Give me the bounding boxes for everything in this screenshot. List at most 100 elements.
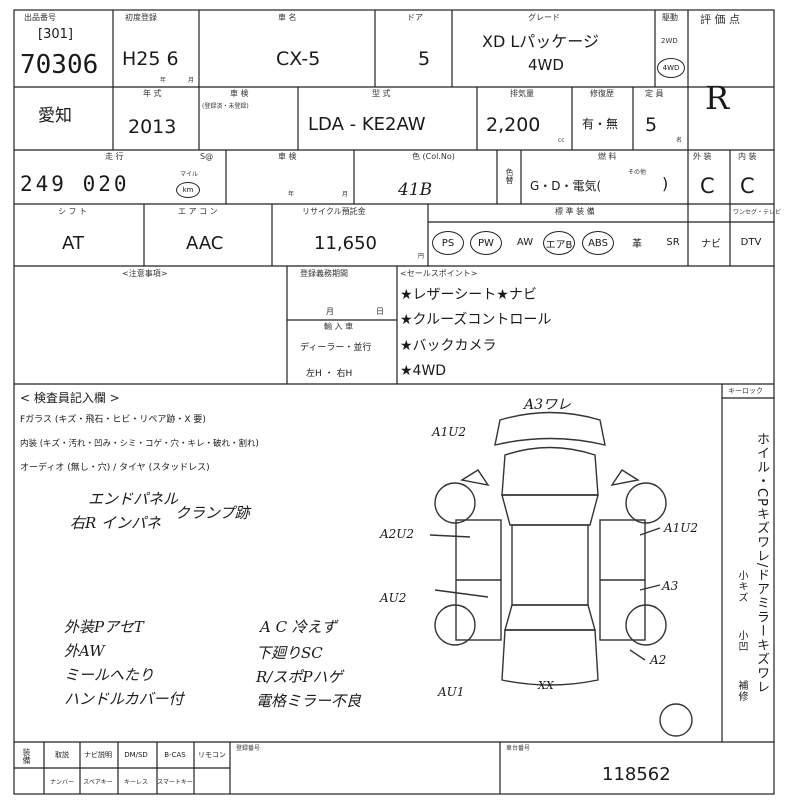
footer-cell: DM/SD xyxy=(124,751,148,759)
doors-value: 5 xyxy=(418,48,431,70)
vertical-small-2: 小凹 xyxy=(736,630,747,652)
hand-note-10: R/スポPハゲ xyxy=(256,668,343,686)
sales-point-2: ★クルーズコントロール xyxy=(400,312,552,328)
capacity-label: 定 員 xyxy=(645,89,664,98)
interior-value: C xyxy=(740,174,755,198)
first-reg-label: 初度登録 xyxy=(125,13,157,22)
grade-value: XD Lパッケージ xyxy=(482,32,599,51)
sales-point-4: ★4WD xyxy=(400,363,447,379)
hand-note-2: 右R インパネ xyxy=(70,514,162,532)
car-no-value: 118562 xyxy=(602,764,671,785)
diag-au2: AU2 xyxy=(380,591,407,605)
reg-day: 日 xyxy=(376,307,384,316)
score-value: R xyxy=(705,79,730,117)
color-label: 色 (Col.No) xyxy=(412,152,455,161)
footer-cell: リモコン xyxy=(198,751,226,759)
diag-a3: A3 xyxy=(662,579,679,593)
color-change-label: 色替 xyxy=(505,168,514,184)
vertical-small-1: 小キズ xyxy=(736,570,747,603)
capacity-unit: 名 xyxy=(676,137,683,144)
type-value: LDA - KE2AW xyxy=(308,114,426,135)
car-no-label: 車台番号 xyxy=(506,745,531,752)
equip-item: ナビ xyxy=(701,238,721,250)
interior-label: 内 装 xyxy=(738,152,757,161)
key-lock-label: キーロック xyxy=(728,387,763,395)
import-value: ディーラー・並行 xyxy=(300,343,372,353)
inspection2-year: 年 xyxy=(288,191,295,198)
sales-point-1: ★レザーシート★ナビ xyxy=(400,287,537,303)
disp-value: 2,200 xyxy=(486,114,541,136)
equip-item: 革 xyxy=(632,238,642,250)
inspection-label: 車 検 xyxy=(230,89,249,98)
lot-label: 出品番号 xyxy=(24,13,56,22)
fuel-label: 燃 料 xyxy=(598,152,617,161)
footer-cell: スマートキー xyxy=(157,778,193,786)
import-label: 輸 入 車 xyxy=(324,322,354,331)
hand-note-3: クランプ跡 xyxy=(175,504,250,522)
drive-4wd-circled: 4WD xyxy=(657,58,685,78)
equip-item: PS xyxy=(432,231,464,255)
equip-item: SR xyxy=(666,236,680,248)
first-reg-year-unit: 年 xyxy=(160,77,167,84)
type-label: 型 式 xyxy=(372,89,391,98)
diag-a1u2-right: A1U2 xyxy=(664,521,699,535)
inspection-sub: (登録済・未登録) xyxy=(202,103,249,110)
vertical-small-3: 補修 xyxy=(736,680,747,702)
footer-cell: キーレス xyxy=(123,778,148,786)
one-seg-label: ワンセグ・テレビ xyxy=(733,209,782,216)
inspector-interior: 内装 (キズ・汚れ・凹み・シミ・コゲ・穴・キレ・破れ・割れ) xyxy=(20,439,259,449)
equip-item: DTV xyxy=(740,236,762,248)
color-value: 41B xyxy=(398,180,433,200)
diag-xx: XX xyxy=(538,679,554,692)
sales-point-3: ★バックカメラ xyxy=(400,338,497,354)
diag-a1u2-top: A1U2 xyxy=(432,425,467,439)
mileage-unit-mile: マイル xyxy=(180,171,199,178)
hand-note-5: 外AW xyxy=(64,642,105,660)
inspector-audio: オーディオ (無し・穴) / タイヤ (スタッドレス) xyxy=(20,463,210,473)
diag-a2u2: A2U2 xyxy=(380,527,415,541)
fuel-other: その他 xyxy=(628,169,647,176)
hand-note-1: エンドパネル xyxy=(88,490,179,508)
ac-label: エ ア コ ン xyxy=(178,207,218,216)
grade-label: グレード xyxy=(528,13,560,22)
grade-value-2: 4WD xyxy=(528,56,564,74)
first-reg-month-unit: 月 xyxy=(188,77,195,84)
drive-label: 駆動 xyxy=(662,13,678,22)
history-value: 有・無 xyxy=(582,117,619,131)
lot-prefix: [301] xyxy=(38,27,73,42)
diag-a2: A2 xyxy=(650,653,667,667)
hand-note-11: 電格ミラー不良 xyxy=(256,692,362,710)
exterior-label: 外 装 xyxy=(693,152,712,161)
shift-label: シ フ ト xyxy=(58,207,88,216)
disp-label: 排気量 xyxy=(510,89,534,98)
reg-date-label: 登録義務期間 xyxy=(300,269,348,278)
equip-item: AW xyxy=(516,236,534,248)
inspector-glass: Fガラス (キズ・飛石・ヒビ・リペア跡・X 要) xyxy=(20,415,206,425)
score-label: 評 価 点 xyxy=(700,13,740,26)
sales-label: <セールスポイント> xyxy=(400,269,478,278)
model-value: CX-5 xyxy=(276,48,321,70)
diag-a3w: A3ワレ xyxy=(524,397,572,413)
hand-note-8: A C 冷えず xyxy=(260,618,337,636)
capacity-value: 5 xyxy=(645,114,658,136)
hand-note-6: ミールへたり xyxy=(64,666,155,684)
drive-2wd: 2WD xyxy=(661,37,678,45)
fuel-close: ) xyxy=(662,174,669,193)
footer-cell: B-CAS xyxy=(164,751,186,759)
footer-cell: 取説 xyxy=(55,751,69,759)
recycle-unit: 円 xyxy=(418,253,425,260)
equip-item: エアB xyxy=(543,231,575,255)
inspection2-month: 月 xyxy=(342,191,349,198)
inspector-title: < 検査員記入欄 > xyxy=(20,391,120,405)
disp-unit: cc xyxy=(558,137,565,144)
model-label: 車 名 xyxy=(278,13,297,22)
year-label: 年 式 xyxy=(143,89,162,98)
footer-cell: スペアキー xyxy=(83,778,113,786)
recycle-value: 11,650 xyxy=(314,233,377,254)
footer-equip-label: 装備 xyxy=(22,748,31,764)
caution-label: <注意事項> xyxy=(122,269,168,278)
hand-note-9: 下廻りSC xyxy=(256,644,323,662)
equip-label: 標 準 装 備 xyxy=(555,207,595,216)
